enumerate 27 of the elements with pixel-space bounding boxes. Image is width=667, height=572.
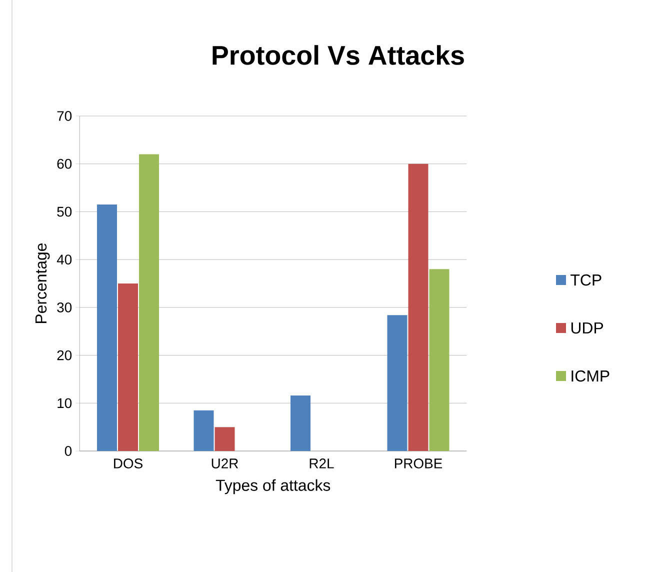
legend-label: UDP [571, 322, 604, 334]
bar [290, 395, 310, 452]
x-tick-label: U2R [212, 458, 238, 468]
y-tick-label: 40 [56, 254, 72, 265]
y-tick-label: 0 [64, 446, 72, 456]
bar [118, 284, 138, 452]
bar [139, 154, 159, 452]
x-tick-label: PROBE [394, 458, 442, 468]
y-tick-label: 10 [58, 398, 72, 408]
y-tick-label: 30 [57, 302, 72, 312]
bar [214, 427, 235, 452]
x-tick-label: DOS [114, 458, 142, 468]
y-axis-title: Percentage [35, 243, 50, 323]
y-tick-label: 20 [57, 350, 72, 360]
bar [408, 164, 428, 452]
y-tick-label: 50 [57, 206, 72, 217]
legend-label: TCP [570, 274, 602, 286]
bar [387, 315, 408, 452]
y-tick-label: 60 [57, 158, 72, 169]
bar [194, 410, 214, 452]
bar [429, 269, 450, 452]
legend-label: ICMP [572, 370, 610, 382]
bar [97, 204, 117, 452]
x-tick-label: R2L [310, 458, 334, 468]
x-axis-title: Types of attacks [216, 479, 330, 494]
y-tick-label: 70 [57, 111, 72, 121]
chart-title: Protocol Vs Attacks [212, 45, 464, 65]
